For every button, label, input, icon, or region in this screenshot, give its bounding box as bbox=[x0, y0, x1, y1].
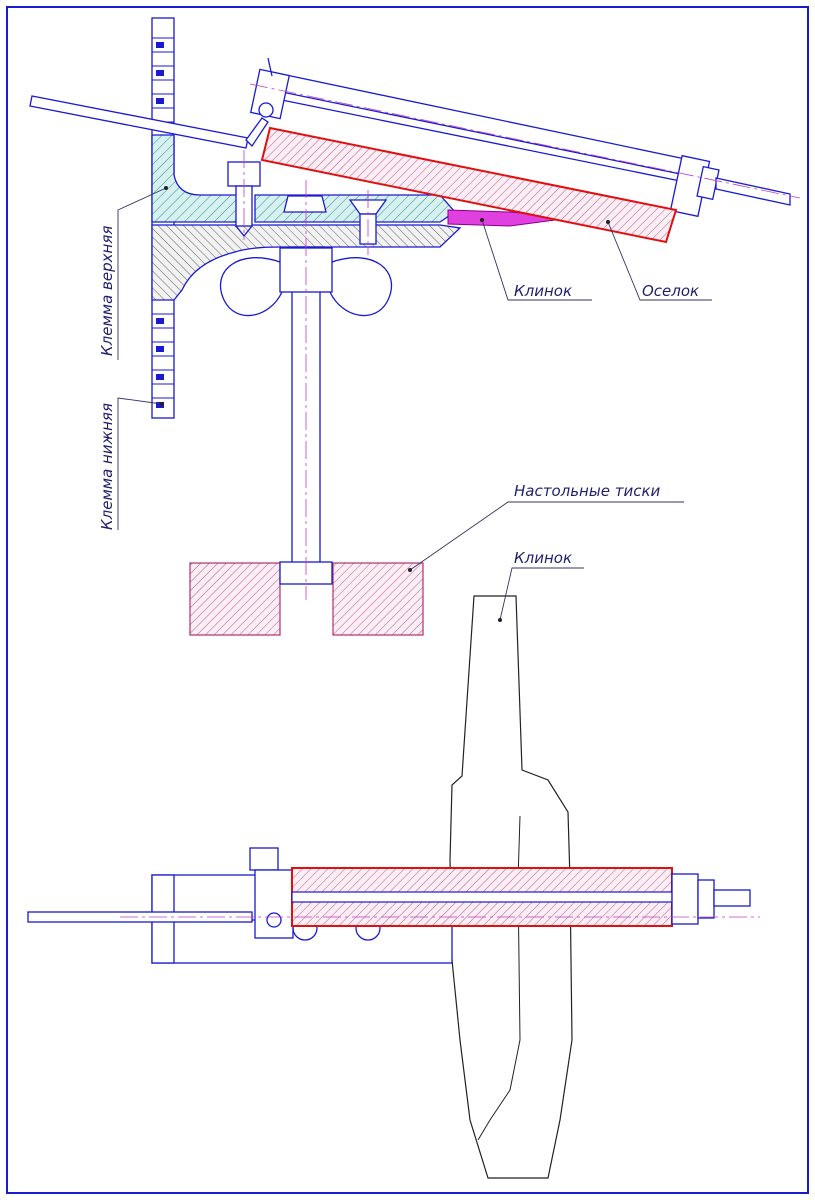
leaders bbox=[117, 187, 712, 621]
guide-rods-bottom bbox=[291, 891, 673, 903]
centerlines-top bbox=[243, 83, 801, 600]
label-whetstone: Оселок bbox=[642, 282, 699, 300]
label-lower-clamp: Клемма нижняя bbox=[98, 403, 116, 530]
lower-clamp bbox=[151, 224, 462, 301]
label-blade-top: Клинок bbox=[514, 282, 572, 300]
label-bench-vise: Настольные тиски bbox=[514, 482, 661, 500]
leader-dots bbox=[160, 186, 610, 622]
blade-section bbox=[447, 209, 571, 227]
vise-jaw-left bbox=[189, 562, 281, 636]
upper-clamp bbox=[151, 134, 241, 223]
label-blade-bottom: Клинок bbox=[514, 549, 572, 567]
wing-nut bbox=[219, 247, 393, 317]
drawing-frame bbox=[6, 6, 809, 1194]
vise-jaw-right bbox=[332, 562, 424, 636]
whetstone bbox=[260, 126, 678, 244]
holder-bracket-bottom bbox=[249, 847, 294, 939]
label-upper-clamp: Клемма верхняя bbox=[98, 226, 116, 356]
end-nut-bottom bbox=[671, 873, 751, 925]
guide-rod bbox=[29, 95, 269, 149]
